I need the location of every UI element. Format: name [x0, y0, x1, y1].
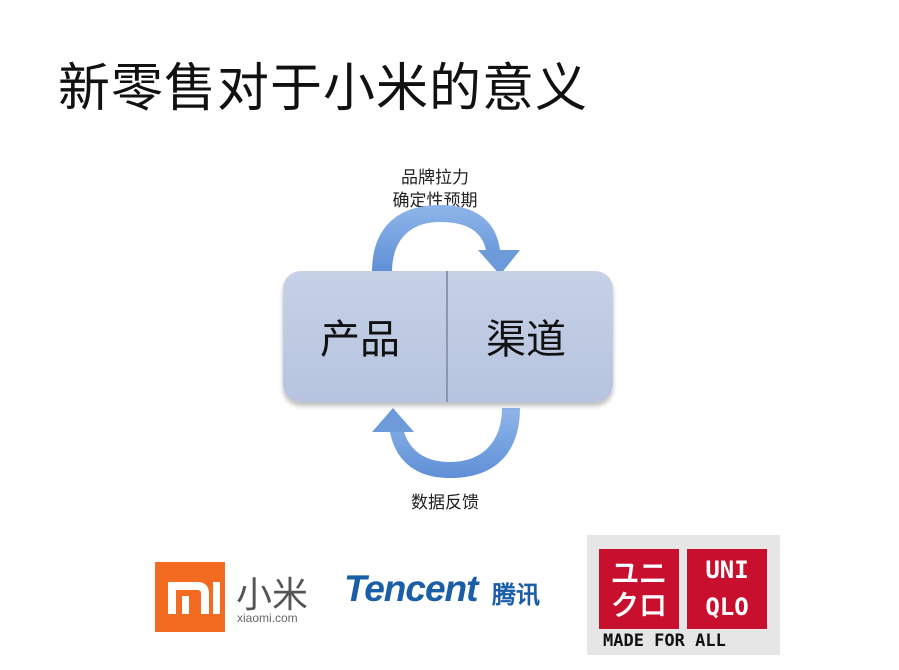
- uniqlo-english-line2: QLO: [705, 593, 749, 621]
- uniqlo-katakana-line2: クロ: [610, 589, 667, 622]
- xiaomi-logo-mark: [155, 562, 225, 632]
- product-channel-box: 产品 渠道: [283, 271, 613, 402]
- uniqlo-english-line1: UNI: [705, 556, 749, 584]
- bottom-curved-arrow: [372, 408, 520, 478]
- tencent-logo-en: Tencent: [344, 568, 478, 609]
- bottom-label-feedback: 数据反馈: [411, 493, 479, 513]
- uniqlo-logo: ユニ クロ UNI QLO MADE FOR ALL: [587, 535, 780, 655]
- top-label-brand-pull: 品牌拉力: [401, 168, 469, 188]
- top-curved-arrow: [372, 205, 520, 275]
- mi-glyph-icon: [168, 582, 220, 614]
- uniqlo-katakana-line1: ユニ: [610, 557, 667, 590]
- uniqlo-katakana-square: ユニ クロ: [599, 549, 679, 629]
- channel-label: 渠道: [486, 317, 566, 363]
- uniqlo-english-square: UNI QLO: [687, 549, 767, 629]
- xiaomi-domain: xiaomi.com: [237, 611, 298, 625]
- slide-title: 新零售对于小米的意义: [58, 59, 589, 119]
- uniqlo-tagline: MADE FOR ALL: [603, 631, 726, 651]
- xiaomi-name: 小米: [236, 575, 309, 616]
- top-label-expectation: 确定性预期: [392, 191, 478, 211]
- tencent-logo-cn: 腾讯: [492, 581, 540, 609]
- box-divider: [446, 271, 448, 402]
- product-label: 产品: [320, 317, 400, 363]
